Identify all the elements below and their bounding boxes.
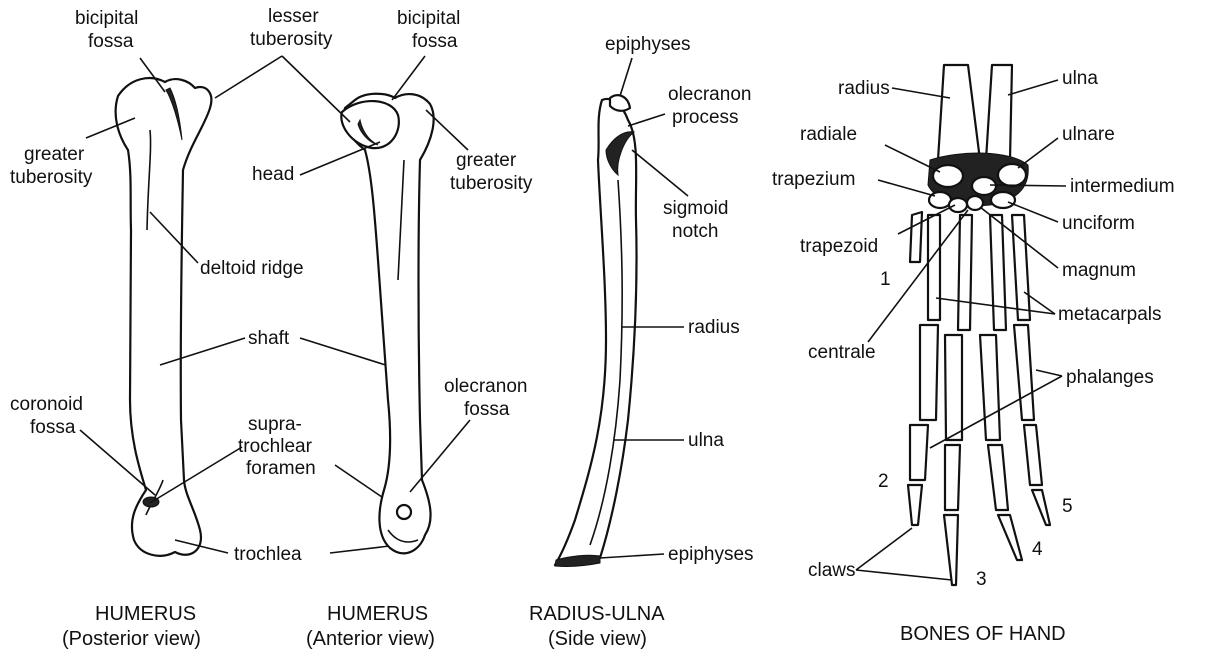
hand-panel: radius ulna radiale ulnare trapezium int… — [772, 65, 1175, 645]
label-ulna-hand: ulna — [1062, 68, 1098, 89]
label-intermedium: intermedium — [1070, 176, 1175, 197]
humerus-anterior-bone — [341, 94, 433, 554]
label-digit-2: 2 — [878, 471, 889, 492]
label-metacarpals: metacarpals — [1058, 304, 1162, 325]
label-unciform: unciform — [1062, 213, 1135, 234]
label-radius-hand: radius — [838, 78, 890, 99]
subcaption-humerus-anterior: (Anterior view) — [306, 628, 435, 650]
caption-humerus-anterior: HUMERUS — [327, 603, 428, 625]
humerus-posterior-bone — [116, 78, 212, 556]
caption-humerus-posterior: HUMERUS — [95, 603, 196, 625]
label-phalanges: phalanges — [1066, 367, 1154, 388]
label-claws: claws — [808, 560, 856, 581]
label-radius-side: radius — [688, 317, 740, 338]
label-digit-3: 3 — [976, 569, 987, 590]
label-epiphyses-bottom: epiphyses — [668, 544, 754, 565]
label-magnum: magnum — [1062, 260, 1136, 281]
label-shaft: shaft — [248, 328, 290, 349]
caption-radius-ulna: RADIUS-ULNA — [529, 603, 665, 625]
label-epiphyses-top: epiphyses — [605, 34, 691, 55]
label-ulnare: ulnare — [1062, 124, 1115, 145]
label-deltoid-ridge: deltoid ridge — [200, 258, 304, 279]
label-trapezium: trapezium — [772, 169, 855, 190]
label-digit-1: 1 — [880, 269, 891, 290]
label-digit-4: 4 — [1032, 539, 1043, 560]
subcaption-humerus-posterior: (Posterior view) — [62, 628, 201, 650]
label-digit-5: 5 — [1062, 496, 1073, 517]
label-trochlea: trochlea — [234, 544, 302, 565]
label-centrale: centrale — [808, 342, 876, 363]
label-trapezoid: trapezoid — [800, 236, 878, 257]
subcaption-radius-ulna: (Side view) — [548, 628, 647, 650]
label-head: head — [252, 164, 294, 185]
hand-bones — [908, 65, 1050, 585]
label-radiale: radiale — [800, 124, 857, 145]
radius-ulna-bone — [555, 95, 637, 566]
caption-bones-of-hand: BONES OF HAND — [900, 623, 1066, 645]
label-ulna-side: ulna — [688, 430, 724, 451]
